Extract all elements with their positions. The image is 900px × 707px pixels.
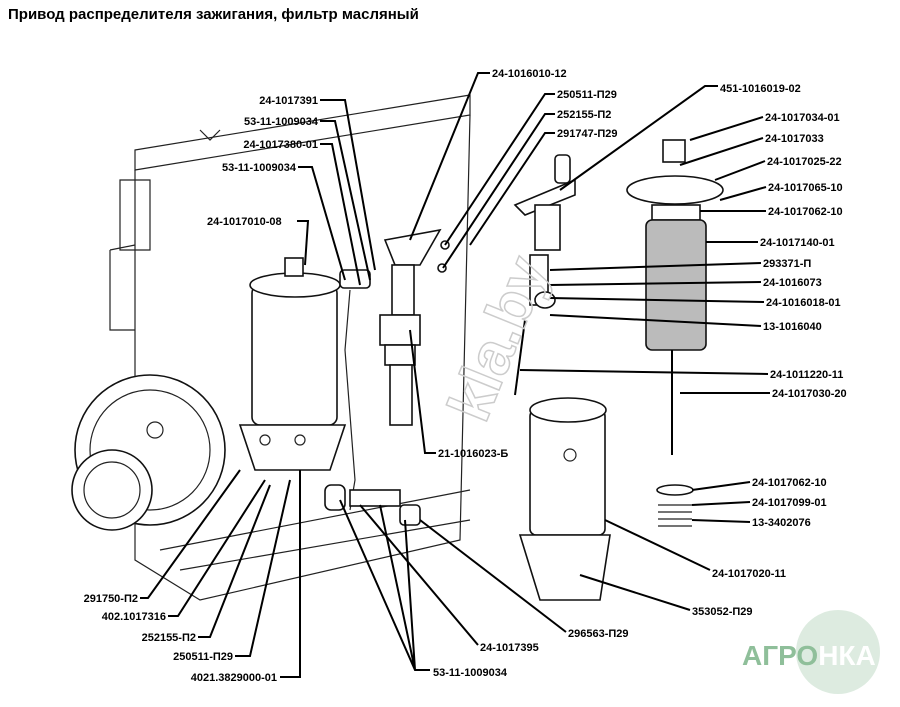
label-24-1017062-10-a: 24-1017062-10 [768, 206, 843, 218]
label-252155-p2: 252155-П2 [557, 109, 611, 121]
label-451-1016019-02: 451-1016019-02 [720, 83, 801, 95]
oil-filter-assembled-drawing [238, 257, 347, 471]
label-13-3402076: 13-3402076 [752, 517, 811, 529]
engine-block-drawing [71, 94, 471, 601]
label-24-1017065-10: 24-1017065-10 [768, 182, 843, 194]
label-402-1017316: 402.1017316 [102, 611, 166, 623]
label-24-1017380-01: 24-1017380-01 [243, 139, 318, 151]
label-24-1017025-22: 24-1017025-22 [767, 156, 842, 168]
svg-text:АГРОНКА: АГРОНКА [742, 640, 876, 671]
oil-pipe-drawing [324, 484, 421, 526]
label-53-11-1009034-b: 53-11-1009034 [222, 162, 297, 174]
label-291750-p2: 291750-П2 [84, 593, 138, 605]
label-24-1017062-10-b: 24-1017062-10 [752, 477, 827, 489]
label-250511-p29: 250511-П29 [557, 89, 617, 101]
label-24-1017033: 24-1017033 [765, 133, 824, 145]
filter-element-drawing [626, 139, 724, 527]
label-24-1017030-20: 24-1017030-20 [772, 388, 847, 400]
label-353052-p29: 353052-П29 [692, 606, 753, 618]
diagram-title: Привод распределителя зажигания, фильтр … [8, 6, 419, 23]
label-24-1016010-12: 24-1016010-12 [492, 68, 567, 80]
label-21-1016023-b: 21-1016023-Б [438, 448, 508, 460]
label-24-1017010-08: 24-1017010-08 [207, 216, 282, 228]
leader-lines [140, 72, 770, 678]
label-53-11-1009034-c: 53-11-1009034 [433, 667, 508, 679]
label-24-1016073: 24-1016073 [763, 277, 822, 289]
label-53-11-1009034-a: 53-11-1009034 [244, 116, 319, 128]
distributor-drive-drawing [339, 228, 450, 511]
drive-exploded-drawing [513, 154, 576, 396]
label-24-1017099-01: 24-1017099-01 [752, 497, 827, 509]
label-252155-p2-b: 252155-П2 [142, 632, 196, 644]
label-250511-p29-b: 250511-П29 [173, 651, 233, 663]
filter-housing-drawing [518, 397, 611, 601]
label-4021-3829000-01: 4021.3829000-01 [191, 672, 277, 684]
label-24-1017140-01: 24-1017140-01 [760, 237, 835, 249]
label-296563-p29: 296563-П29 [568, 628, 629, 640]
label-24-1017034-01: 24-1017034-01 [765, 112, 840, 124]
label-24-1016018-01: 24-1016018-01 [766, 297, 841, 309]
label-13-1016040: 13-1016040 [763, 321, 822, 333]
label-293371-p: 293371-П [763, 258, 811, 270]
label-24-1017395: 24-1017395 [480, 642, 539, 654]
label-24-1011220-11: 24-1011220-11 [770, 369, 843, 381]
part-labels: 24-1016010-12 250511-П29 252155-П2 29174… [84, 68, 847, 684]
label-24-1017391: 24-1017391 [259, 95, 318, 107]
agronka-logo: АГРОНКА [742, 610, 880, 694]
label-24-1017020-11: 24-1017020-11 [712, 568, 786, 580]
label-291747-p29: 291747-П29 [557, 128, 618, 140]
